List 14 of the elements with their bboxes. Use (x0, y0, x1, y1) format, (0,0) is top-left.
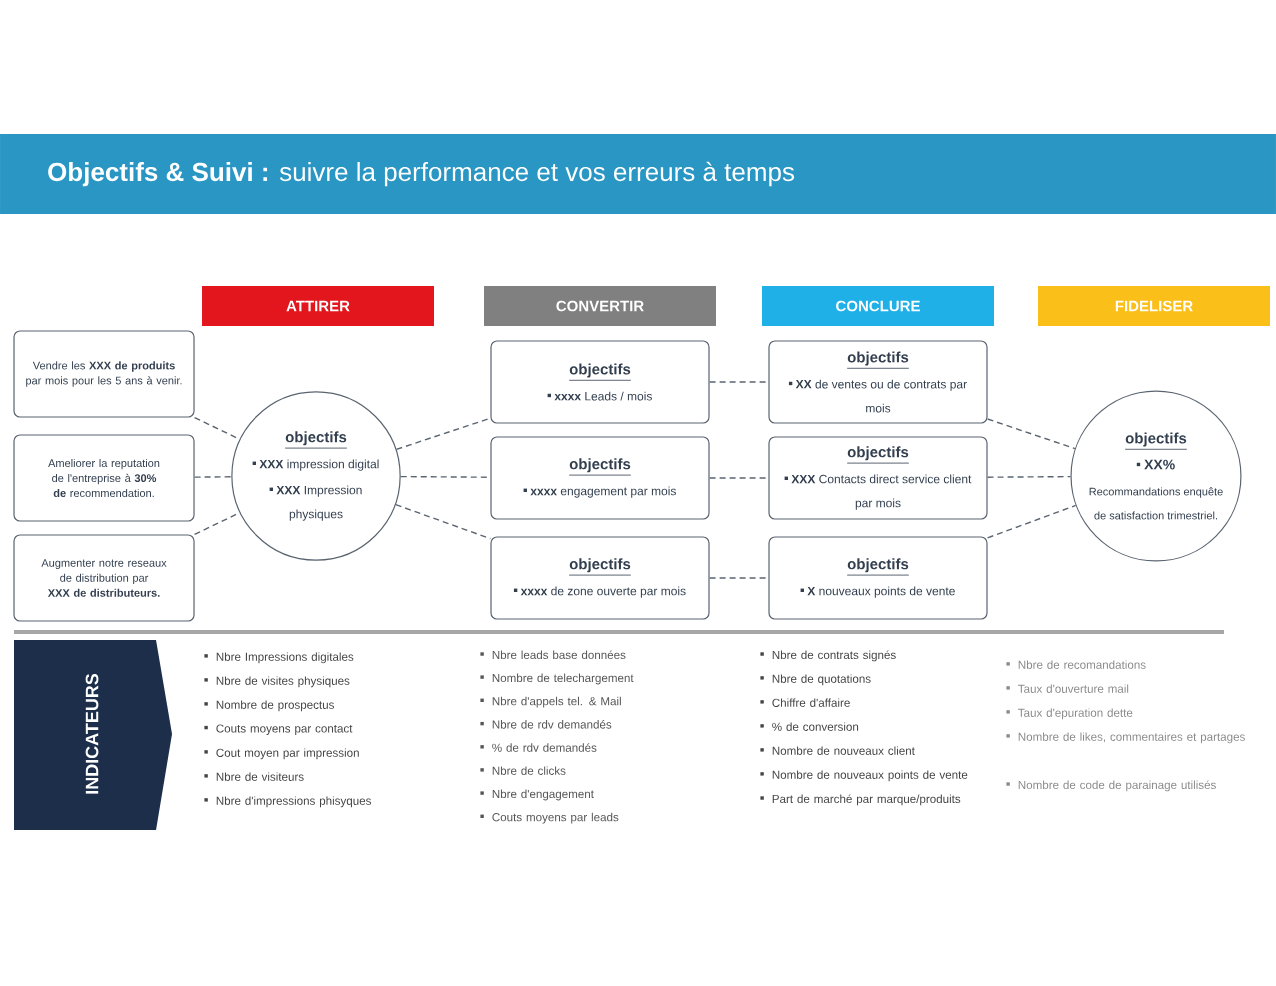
dashed-connector (193, 512, 241, 536)
indicators-banner: INDICATEURS (14, 640, 172, 830)
dashed-connector (708, 381, 770, 383)
dashed-connector (395, 503, 492, 540)
dashed-connector (708, 577, 770, 579)
dashed-connector (400, 475, 492, 478)
dashed-connector (986, 475, 1072, 478)
dashed-connector (708, 477, 770, 479)
dashed-connector (986, 504, 1077, 539)
dashed-connector (193, 476, 232, 478)
title-bar: Objectifs & Suivi : suivre la performance et vos erreurs à temps (0, 134, 1276, 214)
dashed-connector (986, 418, 1076, 450)
dashed-connector (193, 416, 241, 440)
dashed-connector (395, 417, 492, 451)
